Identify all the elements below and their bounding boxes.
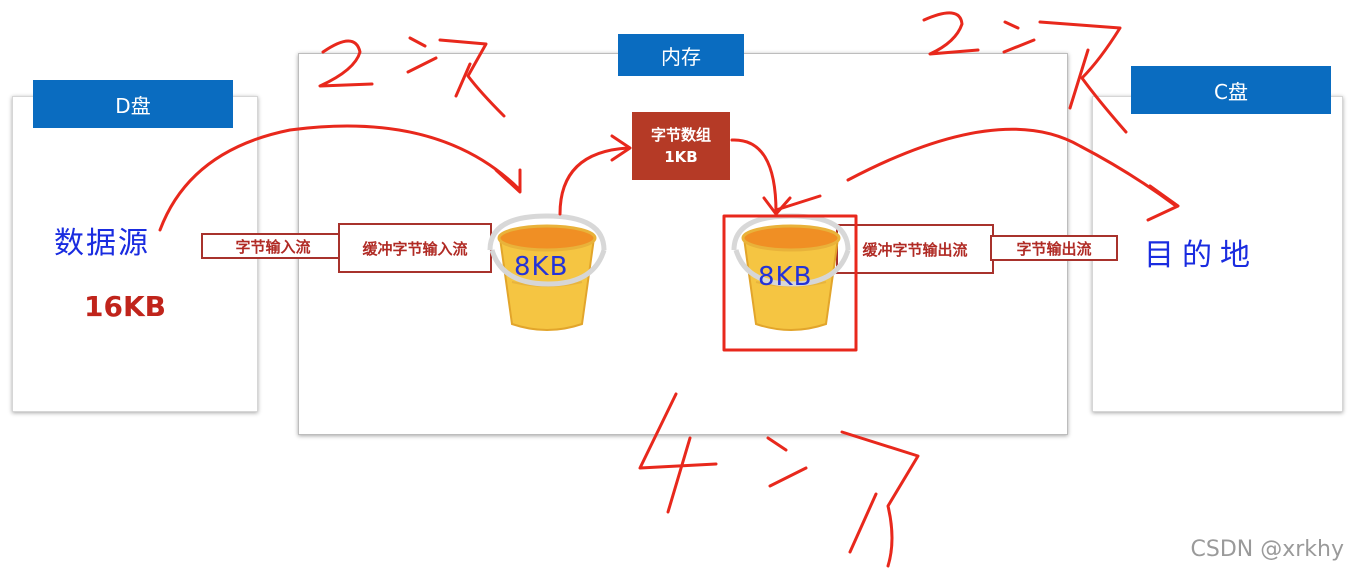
destination-label: 目的地 bbox=[1144, 238, 1258, 273]
data-source-label: 数据源 bbox=[54, 226, 150, 261]
handwritten-ci-bottom-stroke-3 bbox=[840, 430, 920, 568]
handwritten-ci-bottom-stroke-2 bbox=[768, 466, 808, 488]
byte-input-stream-box: 字节输入流 bbox=[201, 233, 345, 259]
buffered-input-stream-box: 缓冲字节输入流 bbox=[338, 223, 492, 273]
handwritten-ci-right-stroke-4 bbox=[1068, 48, 1090, 110]
byte-output-stream-box: 字节输出流 bbox=[990, 235, 1118, 261]
input-buffer-bucket-icon bbox=[487, 213, 607, 331]
handwritten-ci-left-stroke-1 bbox=[408, 36, 427, 48]
handwritten-ci-bottom-stroke-4 bbox=[848, 492, 878, 554]
disk-d-header: D盘 bbox=[33, 80, 233, 128]
memory-header: 内存 bbox=[618, 34, 744, 76]
input-buffer-size: 8KB bbox=[514, 252, 569, 282]
buffered-output-stream-box: 缓冲字节输出流 bbox=[836, 224, 994, 274]
handwritten-ci-right-stroke-1 bbox=[1003, 20, 1020, 30]
disk-c-header: C盘 bbox=[1131, 66, 1331, 114]
byte-array-box: 字节数组 1KB bbox=[632, 112, 730, 180]
handwritten-ci-bottom-stroke-1 bbox=[766, 436, 788, 452]
byte-array-name: 字节数组 bbox=[650, 126, 711, 144]
csdn-watermark: CSDN @xrkhy bbox=[1190, 537, 1344, 562]
handwritten-4-stroke-2 bbox=[666, 436, 692, 514]
output-buffer-size: 8KB bbox=[758, 262, 813, 292]
file-size-label: 16KB bbox=[84, 290, 167, 323]
byte-array-size: 1KB bbox=[664, 148, 698, 166]
handwritten-ci-right-stroke-2 bbox=[1002, 38, 1036, 54]
handwritten-2-right-stroke bbox=[922, 11, 980, 56]
